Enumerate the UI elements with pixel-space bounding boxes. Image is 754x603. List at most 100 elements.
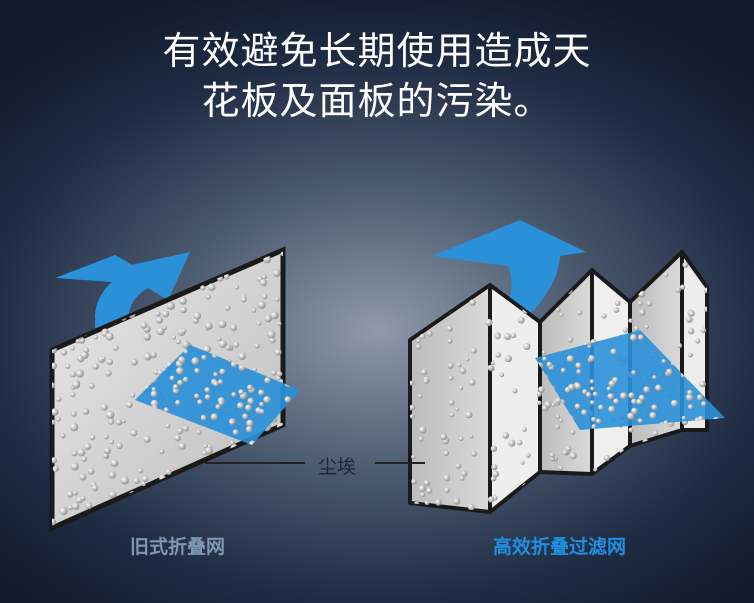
dust-particle-icon [178, 442, 186, 450]
dust-particle-icon [238, 389, 244, 395]
dust-particle-icon [581, 409, 588, 416]
dust-particle-icon [284, 396, 291, 403]
dust-particle-icon [81, 456, 88, 462]
dust-particle-icon [590, 386, 595, 391]
dust-particle-icon [685, 459, 693, 466]
dust-particle-icon [646, 300, 653, 307]
dust-particle-icon [455, 463, 462, 469]
dust-particle-icon [218, 339, 227, 348]
dust-particle-icon [203, 513, 211, 521]
dust-particle-icon [167, 522, 172, 527]
dust-particle-icon [71, 411, 77, 417]
dust-particle-icon [259, 438, 267, 445]
dust-particle-icon [219, 368, 226, 375]
dust-particle-icon [285, 414, 293, 423]
dust-particle-icon [638, 502, 643, 508]
dust-particle-icon [203, 345, 211, 353]
dust-particle-icon [656, 467, 662, 474]
dust-particle-icon [218, 379, 223, 385]
dust-particle-icon [155, 311, 161, 317]
dust-particle-icon [55, 306, 61, 312]
dust-particle-icon [257, 438, 266, 446]
dust-particle-icon [682, 262, 689, 268]
dust-particle-icon [201, 354, 207, 360]
dust-particle-icon [259, 401, 264, 407]
dust-particle-icon [542, 350, 546, 355]
dust-particle-icon [546, 361, 553, 368]
dust-particle-icon [264, 377, 271, 384]
dust-particle-icon [133, 477, 140, 484]
dust-particle-icon [649, 412, 657, 419]
dust-particle-icon [77, 448, 86, 457]
dust-particle-icon [145, 495, 152, 502]
dust-particle-icon [267, 470, 274, 477]
dust-particle-icon [259, 409, 265, 414]
dust-particle-icon [242, 413, 249, 420]
dust-particle-icon [182, 425, 189, 432]
dust-particle-icon [204, 387, 211, 393]
dust-particle-icon [231, 392, 237, 397]
dust-particle-icon [204, 394, 211, 400]
dust-particle-icon [535, 481, 540, 486]
dust-particle-icon [247, 384, 253, 391]
dust-particle-icon [278, 430, 283, 436]
dust-particle-icon [154, 504, 162, 512]
dust-particle-icon [103, 452, 109, 459]
dust-particle-icon [274, 297, 280, 302]
dust-particle-icon [105, 332, 114, 341]
dust-particle-icon [75, 369, 84, 378]
dust-particle-icon [93, 334, 99, 340]
dust-particle-icon [644, 486, 651, 493]
dust-particle-icon [448, 375, 454, 381]
dust-particle-icon [106, 358, 114, 365]
dust-particle-icon [146, 491, 154, 499]
dust-particle-icon [495, 352, 502, 358]
dust-particle-icon [630, 334, 637, 341]
dust-particle-icon [243, 470, 251, 479]
dust-particle-icon [643, 457, 650, 464]
dust-particle-icon [677, 343, 683, 349]
dust-particle-icon [557, 498, 562, 503]
dust-particle-icon [222, 498, 230, 506]
dust-particle-icon [410, 404, 416, 411]
dust-particle-icon [54, 337, 61, 343]
dust-particle-icon [280, 251, 283, 257]
dust-particle-icon [143, 333, 152, 341]
old-filter [49, 246, 300, 532]
dust-particle-icon [105, 370, 112, 377]
dust-particle-icon [443, 450, 450, 457]
dust-particle-icon [137, 468, 144, 474]
dust-particle-icon [66, 490, 74, 498]
dust-particle-icon [271, 467, 280, 477]
dust-particle-icon [53, 467, 58, 473]
dust-particle-icon [510, 332, 517, 339]
dust-particle-icon [638, 309, 646, 316]
dust-particle-icon [426, 487, 433, 494]
dust-particle-icon [52, 419, 56, 425]
dust-particle-icon [665, 476, 671, 482]
dust-particle-icon [502, 432, 510, 439]
dust-particle-icon [52, 408, 59, 416]
dust-particle-icon [194, 368, 200, 374]
dust-particle-icon [549, 452, 555, 458]
dust-particle-icon [257, 300, 266, 309]
dust-particle-icon [68, 292, 75, 299]
dust-particle-icon [89, 434, 96, 441]
dust-particle-icon [603, 454, 611, 462]
dust-particle-icon [552, 286, 559, 293]
dust-particle-icon [433, 268, 441, 275]
dust-particle-icon [191, 357, 199, 365]
dust-particle-icon [445, 288, 452, 295]
dust-particle-icon [655, 260, 662, 268]
dust-particle-icon [271, 503, 280, 512]
dust-particle-icon [65, 309, 71, 315]
dust-particle-icon [178, 356, 186, 364]
dust-particle-icon [185, 266, 191, 272]
dust-particle-icon [610, 348, 617, 355]
dust-particle-icon [634, 256, 640, 262]
dust-particle-icon [165, 469, 172, 475]
dust-particle-icon [508, 439, 516, 447]
dust-particle-icon [162, 310, 170, 318]
dust-particle-icon [294, 415, 300, 424]
dust-particle-icon [295, 435, 300, 442]
